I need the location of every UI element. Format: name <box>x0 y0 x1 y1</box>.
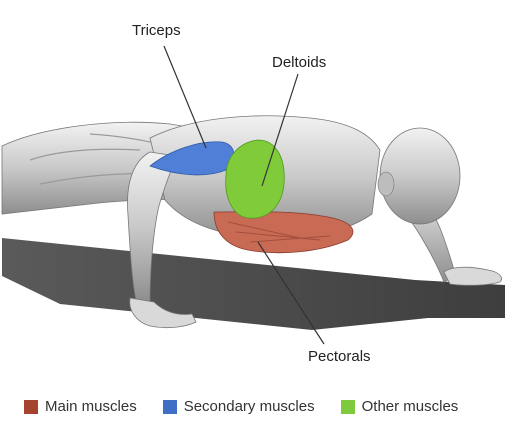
legend-label-secondary: Secondary muscles <box>183 398 315 415</box>
floor-mat <box>2 238 505 330</box>
legend-label-other: Other muscles <box>361 398 459 415</box>
ear <box>377 171 395 197</box>
deltoids-leader-line <box>261 73 299 187</box>
front-hand <box>443 266 502 286</box>
legend-swatch-other <box>340 399 355 414</box>
deltoids-muscle <box>225 139 285 219</box>
pectorals-label: Pectorals <box>308 348 371 365</box>
deltoids-label: Deltoids <box>272 54 327 71</box>
muscle-legend: Main muscles Secondary muscles Other mus… <box>24 398 458 415</box>
legend-swatch-secondary <box>162 399 177 414</box>
legend-swatch-main <box>24 399 38 414</box>
legend-item-other: Other muscles <box>340 398 459 415</box>
pectorals-fibers <box>227 221 331 243</box>
triceps-leader-line <box>163 45 207 149</box>
pectorals-muscle <box>213 211 354 254</box>
back-hand <box>129 297 197 329</box>
legend-item-main: Main muscles <box>24 398 137 415</box>
legend-label-main: Main muscles <box>45 398 137 415</box>
triceps-label: Triceps <box>132 22 181 39</box>
legend-item-secondary: Secondary muscles <box>162 398 315 415</box>
pectorals-leader-line <box>257 241 325 345</box>
